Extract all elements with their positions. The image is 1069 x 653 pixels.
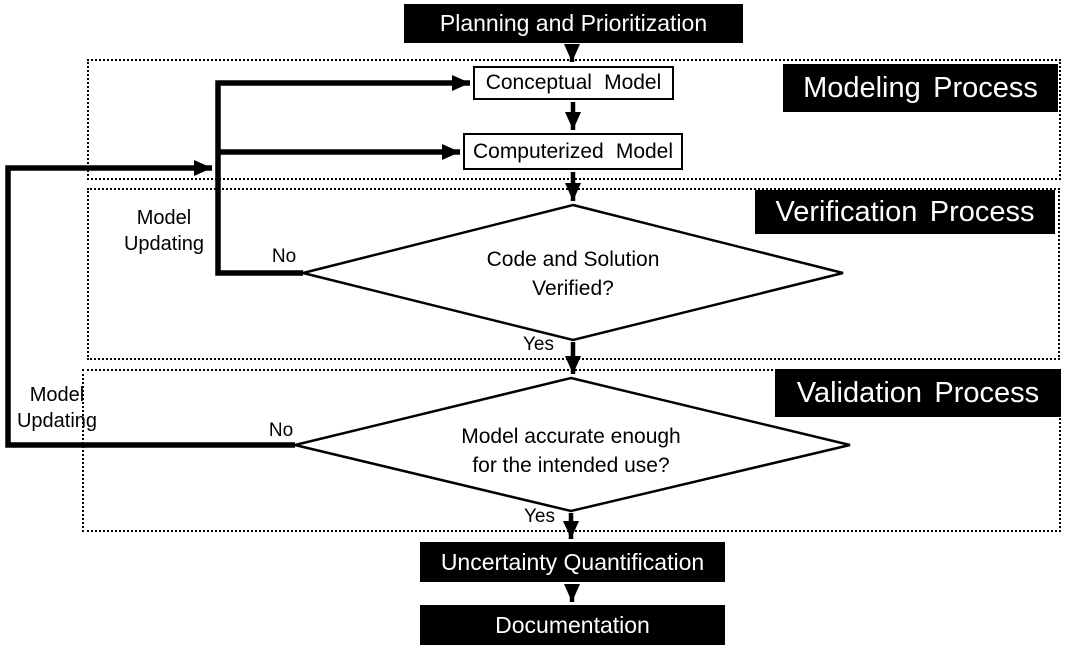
model-updating-label-verification: Model Updating — [103, 205, 225, 257]
decision-model-accurate-text: Model accurate enough for the intended u… — [421, 422, 721, 480]
model-updating-validation-line1: Model — [29, 384, 85, 406]
conceptual-model-label: Conceptual Model — [485, 71, 662, 94]
label-yes-validation: Yes — [517, 506, 562, 528]
planning-node-label: Planning and Prioritization — [439, 10, 708, 36]
label-no-verification: No — [263, 246, 305, 268]
label-no-validation: No — [260, 420, 302, 442]
decision-code-verified-line1: Code and Solution — [486, 248, 660, 271]
no-validation-text: No — [268, 420, 294, 441]
validation-section-text: Validation Process — [796, 376, 1040, 409]
computerized-model-node: Computerized Model — [463, 133, 683, 170]
model-updating-label-validation: Model Updating — [5, 382, 109, 434]
model-updating-validation-line2: Updating — [16, 410, 98, 432]
decision-code-verified-line2: Verified? — [532, 277, 614, 300]
decision-model-accurate-line1: Model accurate enough — [461, 425, 681, 448]
model-updating-verification-line1: Model — [136, 207, 192, 229]
computerized-model-label: Computerized Model — [472, 139, 674, 163]
documentation-node-label: Documentation — [495, 611, 650, 638]
model-updating-verification-line2: Updating — [123, 233, 205, 255]
loop-validation-no — [5, 160, 295, 448]
verification-section-label: Verification Process — [755, 190, 1055, 234]
conceptual-model-node: Conceptual Model — [473, 66, 674, 100]
decision-code-verified-text: Code and Solution Verified? — [423, 245, 723, 303]
label-yes-verification: Yes — [516, 334, 561, 356]
yes-verification-text: Yes — [523, 334, 554, 355]
validation-section-label: Validation Process — [775, 369, 1061, 417]
loop-verification-no — [215, 75, 470, 276]
planning-node: Planning and Prioritization — [404, 4, 743, 43]
diamond-model-accurate — [294, 376, 851, 513]
modeling-section-text: Modeling Process — [803, 71, 1038, 104]
modeling-section-label: Modeling Process — [783, 64, 1058, 112]
yes-validation-text: Yes — [524, 506, 555, 527]
uncertainty-node-label: Uncertainty Quantification — [440, 548, 705, 575]
no-verification-text: No — [271, 246, 297, 267]
diamond-code-verified — [302, 203, 844, 342]
uncertainty-node: Uncertainty Quantification — [420, 542, 725, 582]
verification-section-text: Verification Process — [775, 195, 1035, 228]
documentation-node: Documentation — [420, 605, 725, 645]
decision-model-accurate-line2: for the intended use? — [472, 454, 670, 477]
